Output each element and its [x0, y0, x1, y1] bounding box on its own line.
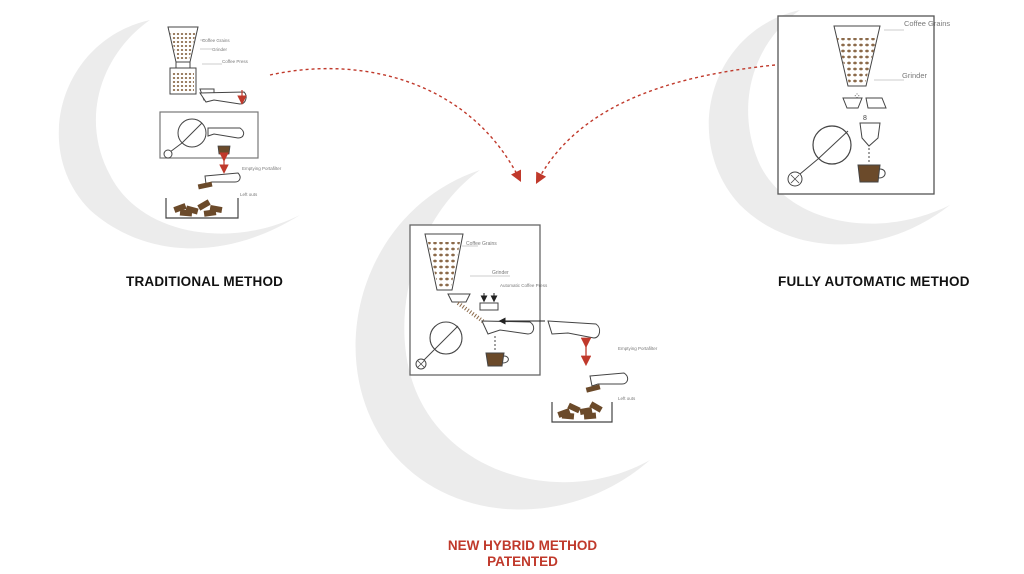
- hybrid-label-left-outs: Left outs: [618, 396, 636, 401]
- traditional-emptying-portafilter: [204, 172, 241, 185]
- hybrid-label-grinder: Grinder: [492, 270, 509, 276]
- hybrid-waste-bin: [551, 402, 613, 423]
- hybrid-title-line1: NEW HYBRID METHOD: [447, 538, 598, 553]
- trad-label-grinder: Grinder: [212, 47, 228, 52]
- hybrid-cup: [485, 352, 505, 367]
- traditional-portafilter: [199, 91, 247, 105]
- auto-label-grinder: Grinder: [902, 71, 928, 80]
- hybrid-diagram: Coffee Grains Grinder Automatic Coffee P…: [409, 224, 658, 423]
- hybrid-label-emptying-portafilter: Emptying Portafilter: [618, 346, 658, 351]
- hybrid-auto-press: [479, 302, 499, 311]
- traditional-waste-bin: [165, 198, 239, 219]
- trad-label-coffee-grains: Coffee Grains: [202, 38, 230, 43]
- hybrid-title-line2: PATENTED: [487, 554, 558, 569]
- trad-label-coffee-press: Coffee Press: [222, 59, 249, 64]
- hybrid-returning-portafilter: [547, 320, 601, 339]
- hybrid-grinder: [447, 293, 471, 303]
- hybrid-method-title: NEW HYBRID METHOD PATENTED: [420, 538, 625, 570]
- auto-label-coffee-grains: Coffee Grains: [904, 19, 950, 28]
- automatic-cup: [857, 164, 881, 183]
- automatic-diagram: ⁘ 8 Coffee Grains Grinder: [777, 15, 950, 195]
- trad-label-left-outs: Left outs: [240, 192, 258, 197]
- svg-text:8: 8: [863, 115, 867, 122]
- automatic-swoosh: [708, 10, 950, 245]
- automatic-method-title: FULLY AUTOMATIC METHOD: [778, 274, 970, 289]
- trad-label-emptying-portafilter: Emptying Portafilter: [242, 166, 282, 171]
- traditional-swoosh: [58, 20, 300, 249]
- automatic-to-hybrid-arrow: [535, 64, 776, 184]
- automatic-grinder: [842, 97, 863, 109]
- automatic-brew-unit: [859, 122, 881, 147]
- traditional-to-hybrid-arrow: [269, 67, 522, 183]
- hybrid-swoosh: [355, 170, 650, 510]
- hybrid-emptying-portafilter: [589, 372, 629, 387]
- traditional-method-title: TRADITIONAL METHOD: [126, 274, 284, 289]
- hybrid-label-automatic-coffee-press: Automatic Coffee Press: [500, 283, 548, 288]
- traditional-diagram: Coffee Grains Grinder Coffee Press Empty…: [159, 26, 282, 219]
- hybrid-label-coffee-grains: Coffee Grains: [466, 241, 497, 247]
- hybrid-portafilter: [481, 320, 535, 335]
- svg-text:⁘: ⁘: [853, 91, 861, 101]
